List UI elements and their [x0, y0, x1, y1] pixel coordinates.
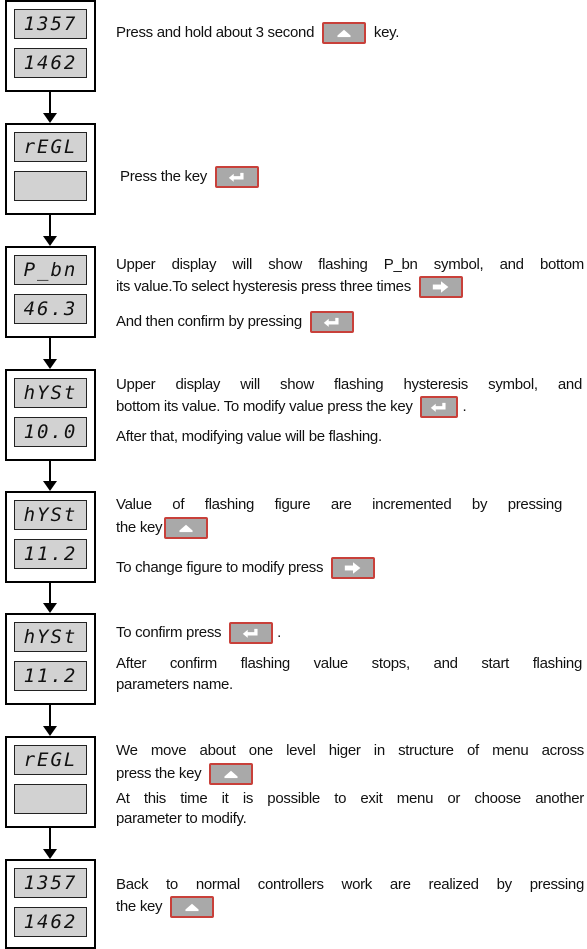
instruction-text: its value.To select hysteresis press thr… — [116, 277, 411, 295]
step-4-line-3: After that, modifying value will be flas… — [116, 428, 382, 446]
instruction-text: . — [462, 397, 467, 415]
instruction-text: Back to normal controllers work are real… — [116, 876, 584, 893]
instruction-text: At this time it is possible to exit menu… — [116, 790, 584, 807]
instruction-text: Press and hold about 3 second — [116, 23, 315, 41]
lower-display: 11.2 — [14, 661, 87, 691]
upper-display: hYSt — [14, 500, 87, 530]
step-3-line-1: Upper display will show flashing P_bn sy… — [116, 256, 584, 274]
step-3-line-2: its value.To select hysteresis press thr… — [116, 276, 467, 298]
step-7-line-2: press the key — [116, 763, 257, 785]
step-8-line-2: the key — [116, 896, 218, 918]
instruction-text: bottom its value. To modify value press … — [116, 397, 413, 415]
instruction-text: To confirm press — [116, 623, 222, 641]
upper-display: P_bn — [14, 255, 87, 285]
instruction-text: Press the key — [120, 167, 207, 185]
enter-key-icon — [229, 622, 274, 644]
upper-display: 1357 — [14, 868, 87, 898]
instruction-text: the key — [116, 897, 163, 915]
step-7-line-1: We move about one level higer in structu… — [116, 742, 584, 760]
upper-display: hYSt — [14, 622, 87, 652]
step-5-line-1: Value of flashing figure are incremented… — [116, 496, 562, 514]
flow-arrow-head — [43, 359, 57, 369]
device-step-6: hYSt 11.2 — [5, 613, 96, 705]
instruction-text: Upper display will show flashing hystere… — [116, 376, 582, 393]
up-arrow-key-icon — [170, 896, 215, 918]
lower-display: 46.3 — [14, 294, 87, 324]
step-5-line-3: To change figure to modify press — [116, 557, 379, 579]
flow-arrow-line — [49, 215, 51, 237]
step-7-line-4: parameter to modify. — [116, 810, 247, 828]
flow-arrow-head — [43, 481, 57, 491]
instruction-text: After confirm flashing value stops, and … — [116, 655, 582, 672]
flow-arrow-head — [43, 726, 57, 736]
instruction-text: Upper display will show flashing P_bn sy… — [116, 256, 584, 273]
flow-arrow-line — [49, 828, 51, 850]
flow-arrow-line — [49, 583, 51, 604]
lower-display: 1462 — [14, 48, 87, 78]
instruction-text: And then confirm by pressing — [116, 312, 302, 330]
right-arrow-key-icon — [418, 276, 463, 298]
step-4-line-2: bottom its value. To modify value press … — [116, 396, 467, 418]
enter-key-icon — [214, 166, 259, 188]
flow-arrow-head — [43, 113, 57, 123]
instruction-text: parameter to modify. — [116, 810, 247, 827]
up-arrow-key-icon — [209, 763, 254, 785]
lower-display: 11.2 — [14, 539, 87, 569]
right-arrow-key-icon — [331, 557, 376, 579]
flow-arrow-line — [49, 461, 51, 482]
upper-display: rEGL — [14, 132, 87, 162]
lower-display: 10.0 — [14, 417, 87, 447]
up-arrow-key-icon — [164, 517, 209, 539]
upper-display: rEGL — [14, 745, 87, 775]
enter-key-icon — [309, 311, 354, 333]
step-1-line-1: Press and hold about 3 second key. — [116, 22, 399, 44]
instruction-text: . — [277, 623, 281, 641]
instruction-text: We move about one level higer in structu… — [116, 742, 584, 759]
device-step-4: hYSt 10.0 — [5, 369, 96, 461]
flow-arrow-line — [49, 92, 51, 114]
flow-arrow-head — [43, 603, 57, 613]
flow-arrow-head — [43, 236, 57, 246]
step-7-line-3: At this time it is possible to exit menu… — [116, 790, 584, 808]
device-step-5: hYSt 11.2 — [5, 491, 96, 583]
device-step-7: rEGL — [5, 736, 96, 828]
instruction-text: To change figure to modify press — [116, 558, 324, 576]
device-step-1: 1357 1462 — [5, 0, 96, 92]
step-4-line-1: Upper display will show flashing hystere… — [116, 376, 582, 394]
upper-display: 1357 — [14, 9, 87, 39]
instruction-text: Value of flashing figure are incremented… — [116, 496, 562, 513]
flow-arrow-head — [43, 849, 57, 859]
flow-arrow-line — [49, 705, 51, 727]
device-step-3: P_bn 46.3 — [5, 246, 96, 338]
instruction-text: the key — [116, 518, 163, 536]
instruction-text: parameters name. — [116, 676, 233, 693]
step-5-line-2: the key — [116, 517, 212, 539]
up-arrow-key-icon — [322, 22, 366, 44]
instruction-text: After that, modifying value will be flas… — [116, 428, 382, 445]
step-6-line-1: To confirm press . — [116, 622, 281, 644]
device-step-2: rEGL — [5, 123, 96, 215]
step-6-line-2: After confirm flashing value stops, and … — [116, 655, 582, 673]
step-6-line-3: parameters name. — [116, 676, 233, 694]
device-step-8: 1357 1462 — [5, 859, 96, 949]
lower-display: 1462 — [14, 907, 87, 937]
instruction-text: key. — [373, 23, 400, 41]
lower-display — [14, 171, 87, 201]
step-8-line-1: Back to normal controllers work are real… — [116, 876, 584, 894]
upper-display: hYSt — [14, 378, 87, 408]
enter-key-icon — [420, 396, 459, 418]
instruction-text: press the key — [116, 764, 202, 782]
flow-arrow-line — [49, 338, 51, 360]
lower-display — [14, 784, 87, 814]
step-3-line-3: And then confirm by pressing — [116, 311, 358, 333]
step-2-line-1: Press the key — [120, 166, 263, 188]
